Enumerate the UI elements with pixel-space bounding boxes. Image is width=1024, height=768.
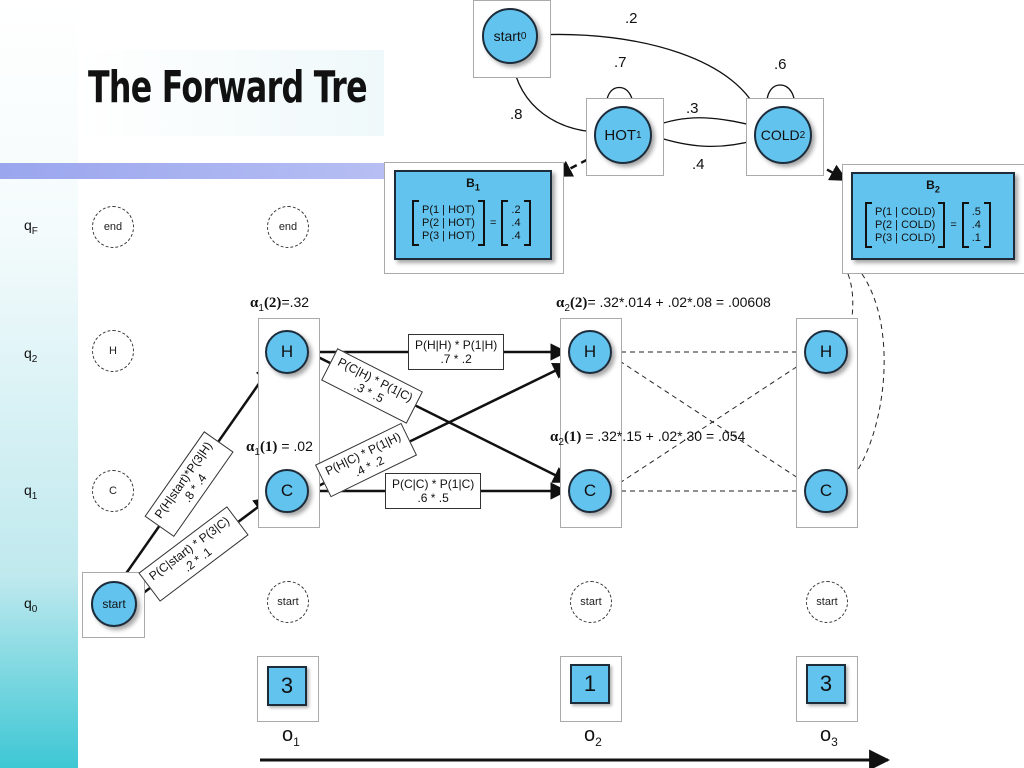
hmm-prob-hot-cold: .3 (686, 100, 699, 117)
label-C-C: P(C|C) * P(1|C).6 * .5 (385, 473, 482, 509)
obs-label-2: o2 (584, 724, 602, 749)
trellis-node-start-1: start (267, 581, 309, 623)
trellis-node-C-3: C (804, 469, 848, 513)
observation-3: 3 (806, 664, 846, 704)
b2-link-C (847, 273, 885, 485)
trellis-node-start-2: start (570, 581, 612, 623)
slide-title: The Forward Tre (88, 62, 368, 113)
hmm-prob-start-cold: .2 (625, 10, 638, 27)
trellis-node-H-0: H (92, 330, 134, 372)
edge-H2-C3 (611, 355, 805, 483)
trellis-node-H-1: H (265, 330, 309, 374)
trellis-node-C-2: C (568, 469, 612, 513)
obs-label-3: o3 (820, 724, 838, 749)
hmm-prob-cold-self: .6 (774, 56, 787, 73)
emission-table-B1: B1 P(1 | HOT)P(2 | HOT)P(3 | HOT) = .2.4… (394, 170, 552, 260)
obs-label-1: o1 (282, 724, 300, 749)
trellis-node-end-1: end (267, 206, 309, 248)
hmm-prob-cold-hot: .4 (692, 156, 705, 173)
alpha-1-1: α1(1) = .02 (246, 438, 313, 458)
observation-2: 1 (570, 664, 610, 704)
hmm-edge-hot-cold (651, 117, 757, 129)
observation-1: 3 (267, 666, 307, 706)
row-label-q1: q1 (24, 482, 38, 502)
trellis-node-start-3: start (806, 581, 848, 623)
trellis-node-H-3: H (804, 330, 848, 374)
hmm-emission-cold (805, 156, 848, 182)
trellis-node-end-0: end (92, 206, 134, 248)
title-background (78, 50, 398, 136)
row-label-q0: q0 (24, 595, 38, 615)
edge-C2-H3 (611, 361, 805, 489)
slide-left-gradient (0, 0, 78, 768)
row-label-qF: qF (24, 217, 38, 237)
alpha-2-1: α2(1) = .32*.15 + .02*.30 = .054 (550, 428, 746, 448)
trellis-node-start: start (91, 581, 137, 627)
trellis-node-C-0: C (92, 470, 134, 512)
alpha-1-2: α1(2)=.32 (250, 294, 310, 314)
row-label-q2: q2 (24, 345, 38, 365)
alpha-2-2: α2(2)= .32*.014 + .02*.08 = .00608 (556, 294, 771, 314)
trellis-node-C-1: C (265, 469, 309, 513)
hmm-prob-start-hot: .8 (510, 106, 523, 123)
hmm-prob-hot-self: .7 (614, 54, 627, 71)
emission-table-B2: B2 P(1 | COLD)P(2 | COLD)P(3 | COLD) = .… (851, 172, 1015, 260)
label-H-H: P(H|H) * P(1|H).7 * .2 (408, 334, 505, 370)
hmm-edge-cold-hot (653, 134, 757, 148)
title-underline-bar (0, 163, 395, 179)
hmm-edge-start-cold (535, 33, 762, 119)
trellis-node-H-2: H (568, 330, 612, 374)
